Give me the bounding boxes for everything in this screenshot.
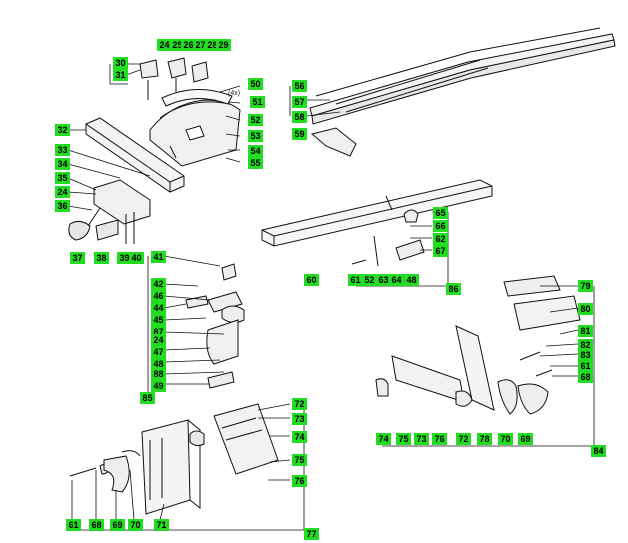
callout-41: 41 xyxy=(151,251,166,263)
callout-67: 67 xyxy=(433,245,448,257)
callout-52b: 52 xyxy=(362,274,377,286)
callout-33: 33 xyxy=(55,144,70,156)
callout-76: 76 xyxy=(432,433,447,445)
callout-42: 42 xyxy=(151,278,166,290)
callout-86: 86 xyxy=(446,283,461,295)
callout-63: 63 xyxy=(376,274,391,286)
callout-73b: 73 xyxy=(292,413,307,425)
callout-81: 81 xyxy=(578,325,593,337)
clamp-assembly xyxy=(68,179,151,244)
callout-37: 37 xyxy=(70,252,85,264)
callout-38: 38 xyxy=(94,252,109,264)
callout-35: 35 xyxy=(55,172,70,184)
scale-plate xyxy=(189,403,279,475)
callout-27: 27 xyxy=(193,39,208,51)
knob-group xyxy=(139,57,209,100)
callout-66: 66 xyxy=(433,220,448,232)
callout-24c: 24 xyxy=(151,334,166,346)
callout-65: 65 xyxy=(433,207,448,219)
callout-61: 61 xyxy=(348,274,363,286)
callout-68: 68 xyxy=(578,371,593,383)
callout-47: 47 xyxy=(151,346,166,358)
callout-62: 62 xyxy=(433,233,448,245)
callout-77: 77 xyxy=(304,528,319,540)
callout-72b: 72 xyxy=(292,398,307,410)
callout-48: 48 xyxy=(404,274,419,286)
callout-39: 39 xyxy=(117,252,132,264)
callout-56: 56 xyxy=(292,80,307,92)
callout-83: 83 xyxy=(578,349,593,361)
callout-59: 59 xyxy=(292,128,307,140)
callout-71: 71 xyxy=(154,519,169,531)
clamp-handle-part xyxy=(310,127,357,157)
callout-51: 51 xyxy=(250,96,265,108)
base-plate xyxy=(141,419,201,515)
callout-64: 64 xyxy=(389,274,404,286)
callout-34: 34 xyxy=(55,158,70,170)
callout-57: 57 xyxy=(292,96,307,108)
callout-49: 49 xyxy=(151,380,166,392)
lower-hardware xyxy=(69,450,141,493)
callout-60: 60 xyxy=(304,274,319,286)
callout-74b: 74 xyxy=(292,431,307,443)
callout-24: 24 xyxy=(157,39,172,51)
callout-40: 40 xyxy=(129,252,144,264)
callout-24b: 24 xyxy=(55,186,70,198)
guide-rail-set xyxy=(309,27,616,125)
quantity-annotation: (4x) xyxy=(228,90,240,97)
callout-55: 55 xyxy=(248,157,263,169)
callout-29: 29 xyxy=(216,39,231,51)
callout-36: 36 xyxy=(55,200,70,212)
callout-58: 58 xyxy=(292,111,307,123)
callout-80: 80 xyxy=(578,303,593,315)
callout-26: 26 xyxy=(181,39,196,51)
callout-45: 45 xyxy=(151,314,166,326)
callout-79: 79 xyxy=(578,280,593,292)
callout-50: 50 xyxy=(248,78,263,90)
callout-69b: 69 xyxy=(110,519,125,531)
left-rail xyxy=(85,117,185,193)
callout-31: 31 xyxy=(113,69,128,81)
extrusion-rail xyxy=(261,179,493,247)
callout-52: 52 xyxy=(248,114,263,126)
callout-72: 72 xyxy=(456,433,471,445)
callout-88: 88 xyxy=(151,368,166,380)
callout-84: 84 xyxy=(591,445,606,457)
callout-70b: 70 xyxy=(128,519,143,531)
callout-69: 69 xyxy=(518,433,533,445)
callout-75b: 75 xyxy=(292,454,307,466)
callout-53: 53 xyxy=(248,130,263,142)
protractor-scale xyxy=(161,88,233,107)
angle-plate xyxy=(149,99,241,167)
callout-75: 75 xyxy=(396,433,411,445)
stop-assembly xyxy=(185,263,245,389)
callout-48b: 48 xyxy=(151,358,166,370)
callout-73: 73 xyxy=(414,433,429,445)
callout-78: 78 xyxy=(477,433,492,445)
callout-32: 32 xyxy=(55,124,70,136)
callout-54: 54 xyxy=(248,145,263,157)
callout-70: 70 xyxy=(498,433,513,445)
right-fence-assembly xyxy=(375,275,581,415)
callout-68b: 68 xyxy=(89,519,104,531)
callout-61b: 61 xyxy=(578,360,593,372)
callout-46: 46 xyxy=(151,290,166,302)
callout-76b: 76 xyxy=(292,475,307,487)
callout-30: 30 xyxy=(113,57,128,69)
stop-block xyxy=(351,209,425,267)
callout-74: 74 xyxy=(376,433,391,445)
callout-44: 44 xyxy=(151,302,166,314)
callout-82: 82 xyxy=(578,339,593,351)
callout-61c: 61 xyxy=(66,519,81,531)
callout-85: 85 xyxy=(140,392,155,404)
